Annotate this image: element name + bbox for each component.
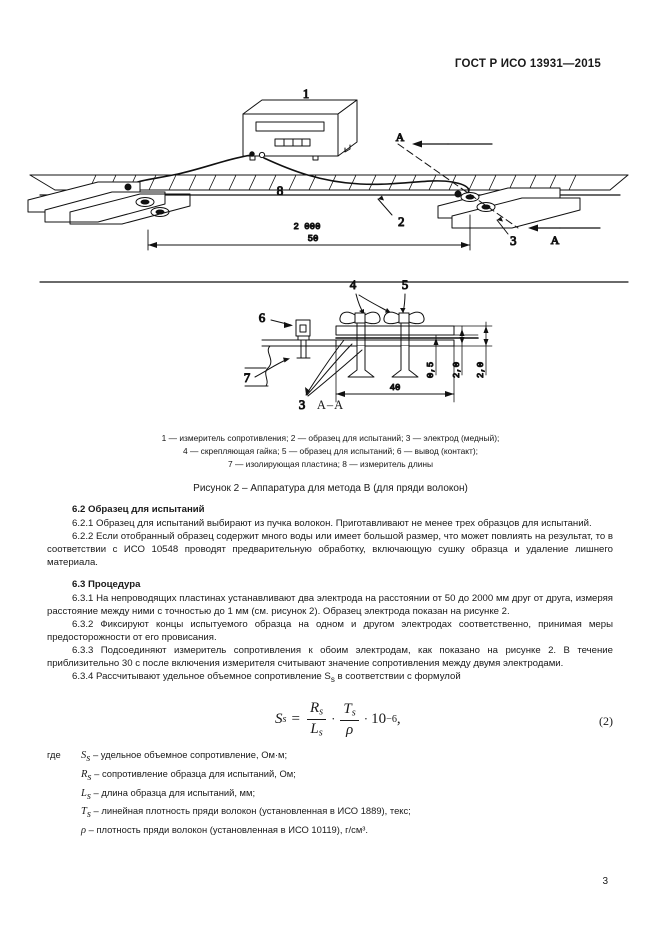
callout-8: 8 xyxy=(277,183,284,198)
variable-definition-ts: Ts – линейная плотность пряди волокон (у… xyxy=(81,805,411,820)
formula-power-base: 10 xyxy=(371,710,387,727)
formula-lhs: S xyxy=(275,710,283,727)
heading-6-2: 6.2 Образец для испытаний xyxy=(72,504,205,515)
paragraph-6-3-4-subscript: s xyxy=(330,675,335,685)
where-keyword: где xyxy=(47,749,61,761)
paragraph-6-3-3: 6.3.3 Подсоединяют измеритель сопротивле… xyxy=(47,645,613,670)
paragraph-6-3-4: 6.3.4 Рассчитывают удельное объемное соп… xyxy=(47,670,613,686)
formula-fraction-1: Rs Ls xyxy=(306,700,327,739)
section-title-a-a: А–А xyxy=(316,398,345,412)
figure-2-apparatus: 1 xyxy=(0,82,661,422)
document-body: 6.2 Образец для испытаний 6.2.1 Образец … xyxy=(47,500,613,841)
figure-2-drawing: 1 xyxy=(27,86,629,413)
formula-fraction-1-denominator: Ls xyxy=(310,720,323,739)
section-mark-a-bottom: А xyxy=(551,233,560,247)
callout-3: 3 xyxy=(510,233,517,248)
callout-4: 4 xyxy=(350,277,357,292)
heading-6-3: 6.3 Процедура xyxy=(72,579,141,591)
figure-legend: 1 — измеритель сопротивления; 2 — образе… xyxy=(78,432,583,471)
section-mark-a-top: А xyxy=(396,130,405,144)
formula-fraction-2-numerator: Ts xyxy=(343,700,356,719)
where-row: Ls – длина образца для испытаний, мм; xyxy=(47,786,613,805)
formula-fraction-1-numerator: Rs xyxy=(309,700,324,718)
formula-lhs-sub: s xyxy=(282,713,287,725)
fraction-bar-icon xyxy=(340,719,359,721)
formula-fraction-2-denominator: ρ xyxy=(345,721,354,738)
variable-definitions-list: где Ss – удельное объемное сопротивление… xyxy=(47,748,613,841)
dimension-2-0-inner: 2,0 xyxy=(452,362,462,378)
variable-definition-rs: Rs – сопротивление образца для испытаний… xyxy=(81,767,296,783)
variable-definition-rho: ρ – плотность пряди волокон (установленн… xyxy=(81,823,368,836)
legend-line-2: 4 — скрепляющая гайка; 5 — образец для и… xyxy=(183,446,478,457)
dimension-50: 50 xyxy=(308,234,319,244)
formula-number: (2) xyxy=(599,714,613,729)
where-row: Ts – линейная плотность пряди волокон (у… xyxy=(47,804,613,823)
paragraph-6-3-2: 6.3.2 Фиксируют концы испытуемого образц… xyxy=(47,619,613,644)
where-row: где Ss – удельное объемное сопротивление… xyxy=(47,748,613,767)
where-row: Rs – сопротивление образца для испытаний… xyxy=(47,767,613,786)
formula-multiply-2: · xyxy=(363,711,369,727)
paragraph-6-3-4-head: 6.3.4 Рассчитывают удельное объемное соп… xyxy=(72,671,331,683)
fraction-bar-icon xyxy=(306,718,327,720)
where-row: ρ – плотность пряди волокон (установленн… xyxy=(47,823,613,842)
paragraph-6-3-1: 6.3.1 На непроводящих пластинах устанавл… xyxy=(47,593,613,618)
variable-definition-ss: Ss – удельное объемное сопротивление, Ом… xyxy=(81,749,288,765)
paragraph-6-2-2: 6.2.2 Если отобранный образец содержит м… xyxy=(47,531,613,569)
callout-7: 7 xyxy=(244,370,251,385)
callout-3-section: 3 xyxy=(299,397,306,412)
formula-power-exponent: −6 xyxy=(386,713,397,725)
callout-2: 2 xyxy=(398,214,405,229)
formula-equals: = xyxy=(291,710,300,727)
legend-line-3: 7 — изолирующая пластина; 8 — измеритель… xyxy=(227,459,434,470)
callout-6: 6 xyxy=(259,310,266,325)
formula-multiply-1: · xyxy=(331,711,336,727)
dimension-2-0-outer: 2,0 xyxy=(476,362,486,378)
callout-1: 1 xyxy=(303,86,310,101)
variable-definition-ls: Ls – длина образца для испытаний, мм; xyxy=(81,786,256,802)
dimension-0-5: 0,5 xyxy=(426,362,436,378)
formula-comma: , xyxy=(396,710,401,727)
paragraph-6-2-1: 6.2.1 Образец для испытаний выбирают из … xyxy=(72,518,592,529)
page-header-standard-number: ГОСТ Р ИСО 13931—2015 xyxy=(454,58,601,70)
page-number: 3 xyxy=(602,876,608,887)
dimension-2000: 2 000 xyxy=(293,222,320,232)
figure-caption: Рисунок 2 – Аппаратура для метода В (для… xyxy=(193,483,468,494)
paragraph-6-3-4-tail: в соответствии с формулой xyxy=(334,671,461,683)
dimension-40: 40 xyxy=(390,383,401,393)
callout-5: 5 xyxy=(402,277,409,292)
legend-line-1: 1 — измеритель сопротивления; 2 — образе… xyxy=(161,433,500,443)
formula-fraction-2: Ts ρ xyxy=(340,700,359,738)
